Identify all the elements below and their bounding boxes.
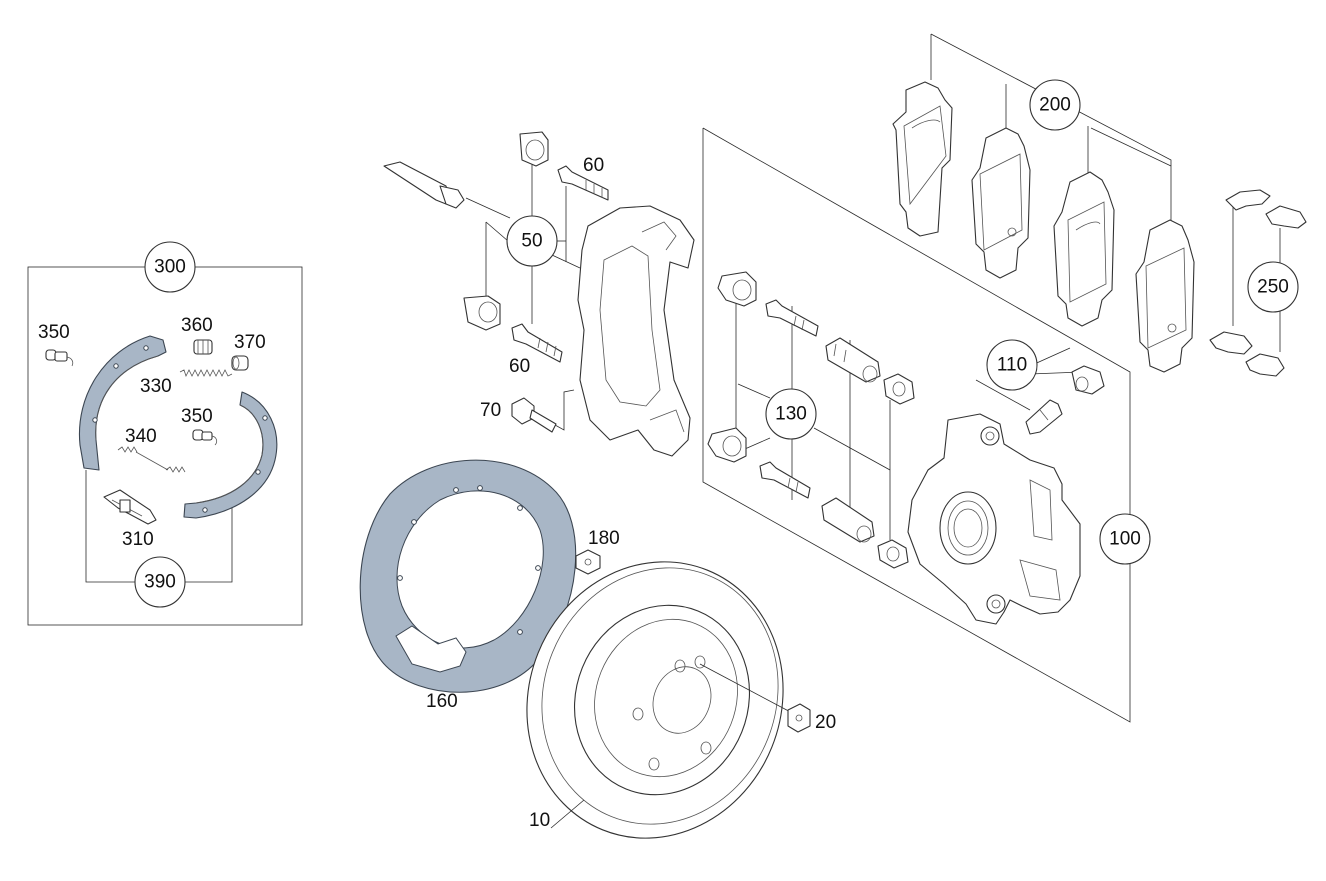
disc-screw [699, 663, 811, 733]
upper-return-spring [179, 369, 233, 378]
label-340: 340 [125, 426, 157, 447]
dust-shield [359, 459, 577, 693]
guide-bolt-130-upper [765, 299, 819, 337]
guide-group-upper [383, 131, 695, 457]
guide-kit-group [707, 271, 915, 569]
label-350-upper: 350 [38, 322, 70, 343]
label-circle-110: 110 [986, 339, 1038, 391]
guide-bolt-upper [557, 165, 609, 201]
label-60-lower: 60 [509, 356, 530, 377]
lower-return-spring [117, 446, 186, 473]
brake-pads-group [892, 33, 1195, 373]
label-50: 50 [521, 231, 542, 252]
bleeder-group [975, 347, 1105, 435]
guide-bolt-lower [511, 323, 563, 363]
parking-brake-group [27, 266, 303, 626]
label-circle-300: 300 [144, 241, 196, 293]
label-circle-250: 250 [1247, 261, 1299, 313]
label-100: 100 [1109, 529, 1141, 550]
label-310: 310 [122, 529, 154, 550]
adjuster-sleeve [231, 355, 249, 371]
brake-shoe-left [78, 335, 167, 471]
caliper-housing [907, 413, 1081, 625]
guide-boot-130-upper [717, 271, 757, 307]
guide-cap-upper [883, 373, 915, 405]
adjuster-nut [193, 339, 213, 355]
label-180: 180 [588, 528, 620, 549]
label-160: 160 [426, 691, 458, 712]
brake-pad-3 [1053, 171, 1115, 327]
guide-boot-lower [463, 295, 501, 331]
caliper-carrier [577, 205, 695, 457]
shield-bolt [575, 549, 601, 575]
hold-down-pin-middle [192, 429, 218, 446]
label-circle-200: 200 [1029, 79, 1081, 131]
guide-boot-upper [519, 131, 549, 167]
guide-sleeve-upper [825, 337, 881, 383]
label-250: 250 [1257, 277, 1289, 298]
brake-disc [526, 561, 784, 839]
label-20: 20 [815, 712, 836, 733]
label-circle-390: 390 [134, 556, 186, 608]
label-360: 360 [181, 315, 213, 336]
label-10: 10 [529, 810, 550, 831]
bleeder-screw [1025, 399, 1063, 435]
adjuster-assembly [103, 489, 157, 525]
carrier-bolt [511, 397, 557, 433]
label-370: 370 [234, 332, 266, 353]
label-60-upper: 60 [583, 155, 604, 176]
label-circle-130: 130 [765, 388, 817, 440]
guide-bolt-130-lower [759, 461, 811, 499]
guide-cap-lower [877, 539, 909, 569]
label-110: 110 [997, 355, 1027, 376]
label-390: 390 [144, 572, 176, 593]
label-70: 70 [480, 400, 501, 421]
hold-down-pin-top [45, 349, 74, 367]
label-circle-50: 50 [506, 215, 558, 267]
label-circle-100: 100 [1099, 513, 1151, 565]
brake-pad-2 [971, 127, 1031, 279]
guide-boot-130-lower [707, 427, 747, 463]
brake-pad-1 [892, 81, 953, 237]
brake-pad-4 [1135, 219, 1195, 373]
label-330: 330 [140, 376, 172, 397]
label-200: 200 [1039, 95, 1071, 116]
label-350-lower: 350 [181, 406, 213, 427]
grease-tube [383, 161, 465, 209]
bleeder-cap [1071, 365, 1105, 395]
anti-rattle-clips-group [1209, 189, 1307, 377]
label-130: 130 [775, 404, 807, 425]
guide-sleeve-lower [821, 497, 875, 543]
label-300: 300 [154, 257, 186, 278]
